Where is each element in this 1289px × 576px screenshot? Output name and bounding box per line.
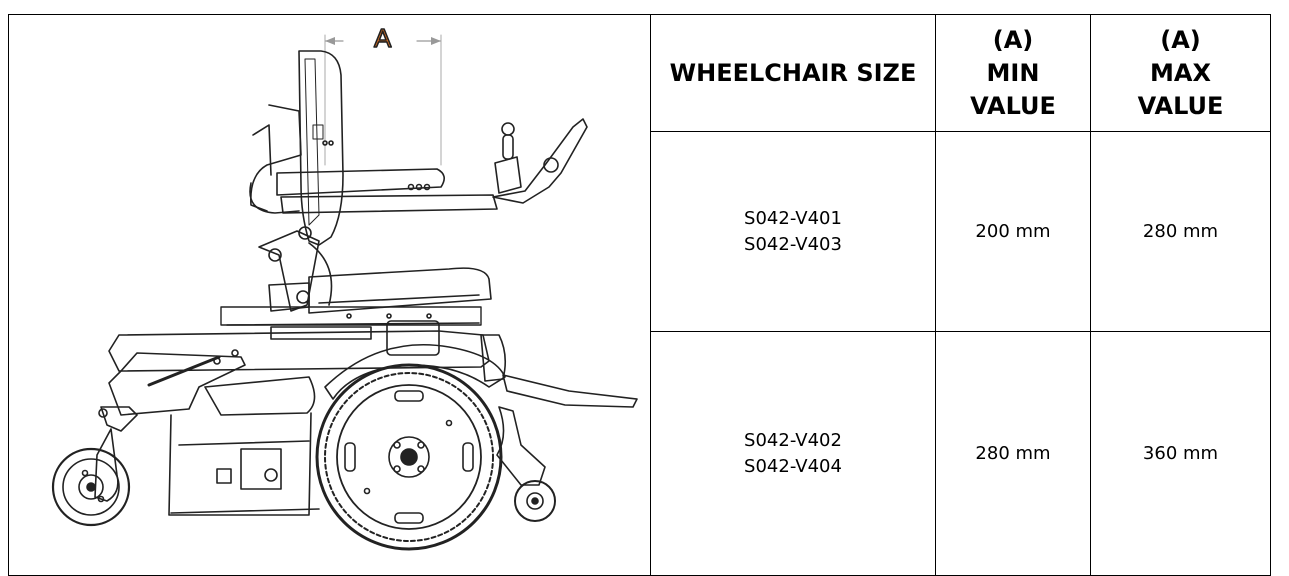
- min-value-cell: 200 mm: [935, 131, 1091, 332]
- max-value-cell: 280 mm: [1090, 131, 1271, 332]
- size-cell: S042-V402 S042-V404: [650, 331, 936, 576]
- header-row: A: [8, 14, 1271, 576]
- spec-table: A: [8, 14, 1271, 576]
- header-min-value: (A) MIN VALUE: [935, 14, 1091, 132]
- min-value-cell: 280 mm: [935, 331, 1091, 576]
- dimension-letter: A: [374, 23, 392, 53]
- size-cell: S042-V401 S042-V403: [650, 131, 936, 332]
- wheelchair-figure-cell: A: [8, 14, 651, 576]
- table-row: S042-V401 S042-V403 200 mm 280 mm: [9, 131, 1271, 332]
- table-row: S042-V402 S042-V404 280 mm 360 mm: [9, 331, 1271, 576]
- max-value-cell: 360 mm: [1090, 331, 1271, 576]
- dimension-a-marker: A: [324, 22, 442, 166]
- wheelchair-drawing: A: [51, 22, 638, 551]
- drive-wheel: [315, 363, 503, 551]
- header-wheelchair-size: WHEELCHAIR SIZE: [650, 14, 936, 132]
- header-max-value: (A) MAX VALUE: [1090, 14, 1271, 132]
